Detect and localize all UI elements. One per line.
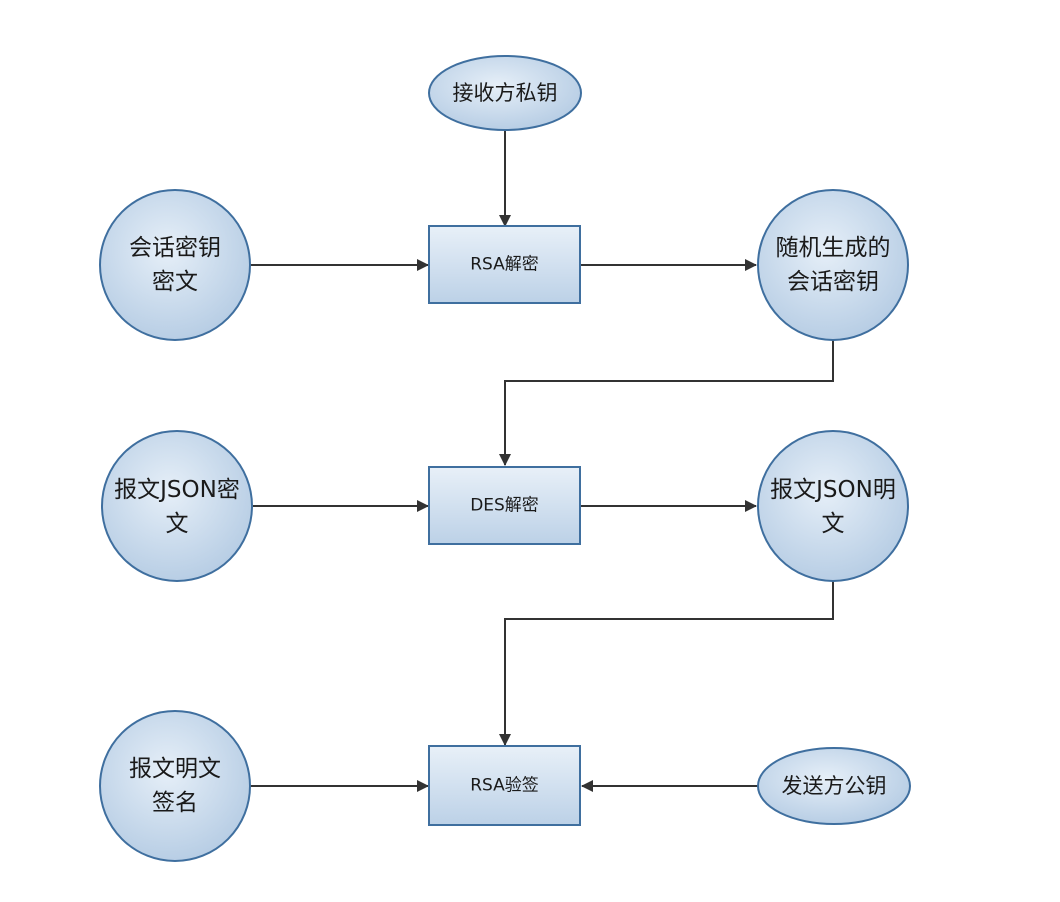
node-json-cipher-line1: 报文JSON密 xyxy=(114,477,240,503)
node-rsa-verify-label: RSA验签 xyxy=(470,776,539,796)
node-plain-signature-line1: 报文明文 xyxy=(129,756,221,782)
node-random-session-key-line1: 随机生成的 xyxy=(776,235,891,261)
node-receiver-private-key: 接收方私钥 xyxy=(428,55,582,131)
node-des-decrypt: DES解密 xyxy=(428,466,581,545)
node-plain-signature: 报文明文 签名 xyxy=(99,710,251,862)
node-receiver-private-key-label: 接收方私钥 xyxy=(453,81,558,105)
node-json-cipher-line2: 文 xyxy=(166,511,189,537)
node-sender-public-key-label: 发送方公钥 xyxy=(782,774,887,798)
edge-json-plain-to-rsa-verify xyxy=(499,581,834,746)
node-rsa-verify: RSA验签 xyxy=(428,745,581,826)
node-des-decrypt-label: DES解密 xyxy=(470,496,539,516)
edge-session-key-to-des-decrypt xyxy=(499,340,834,466)
node-rsa-decrypt: RSA解密 xyxy=(428,225,581,304)
node-session-key-cipher-line2: 密文 xyxy=(152,269,198,295)
node-random-session-key: 随机生成的 会话密钥 xyxy=(757,189,909,341)
node-json-plain-line1: 报文JSON明 xyxy=(770,477,896,503)
node-sender-public-key: 发送方公钥 xyxy=(757,747,911,825)
node-random-session-key-line2: 会话密钥 xyxy=(787,269,879,295)
node-json-plain: 报文JSON明 文 xyxy=(757,430,909,582)
node-plain-signature-line2: 签名 xyxy=(152,790,198,816)
node-session-key-cipher: 会话密钥 密文 xyxy=(99,189,251,341)
node-json-cipher: 报文JSON密 文 xyxy=(101,430,253,582)
node-json-plain-line2: 文 xyxy=(822,511,845,537)
node-session-key-cipher-line1: 会话密钥 xyxy=(129,235,221,261)
node-rsa-decrypt-label: RSA解密 xyxy=(470,255,539,275)
